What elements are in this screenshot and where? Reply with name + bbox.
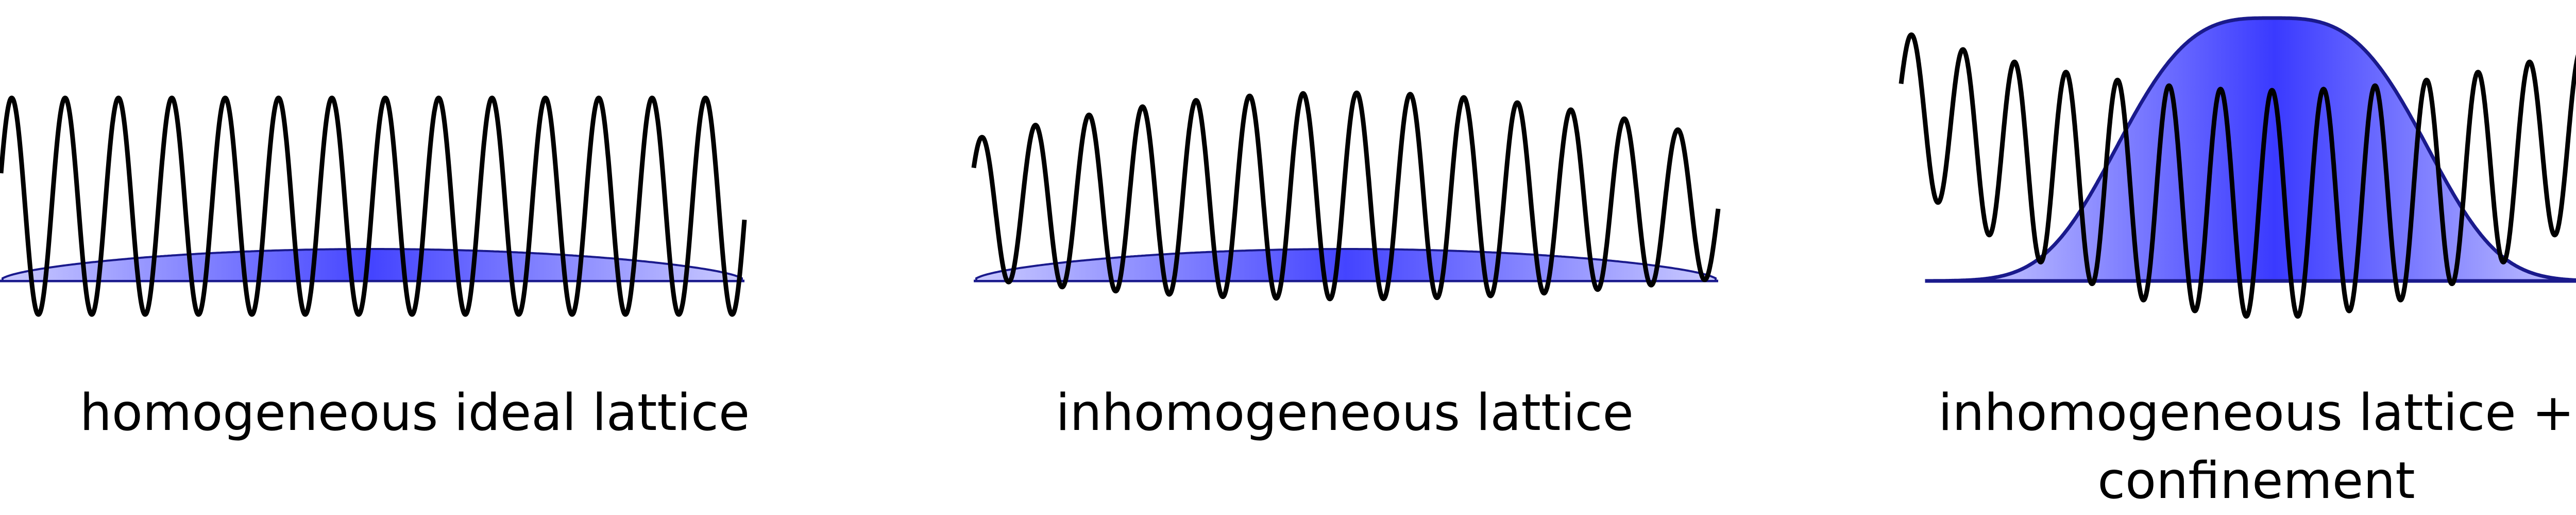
caption-inhomogeneous: inhomogeneous lattice [953, 379, 1736, 447]
density-profile-3 [1925, 16, 2576, 283]
panel-inhomogeneous [971, 90, 1721, 302]
caption-homogeneous: homogeneous ideal lattice [0, 379, 829, 447]
lattice-potential-3 [1899, 32, 2576, 319]
caption-homogeneous-line1: homogeneous ideal lattice [79, 384, 750, 442]
caption-confinement: inhomogeneous lattice + confinement [1865, 379, 2576, 515]
panel-confinement [1899, 16, 2576, 319]
caption-confinement-line2: confinement [2097, 452, 2415, 510]
caption-confinement-line1: inhomogeneous lattice + [1938, 384, 2574, 442]
lattice-potential-1 [0, 95, 747, 317]
panel-homogeneous [0, 95, 747, 317]
caption-inhomogeneous-line1: inhomogeneous lattice [1056, 384, 1634, 442]
lattice-potential-2 [971, 90, 1721, 302]
